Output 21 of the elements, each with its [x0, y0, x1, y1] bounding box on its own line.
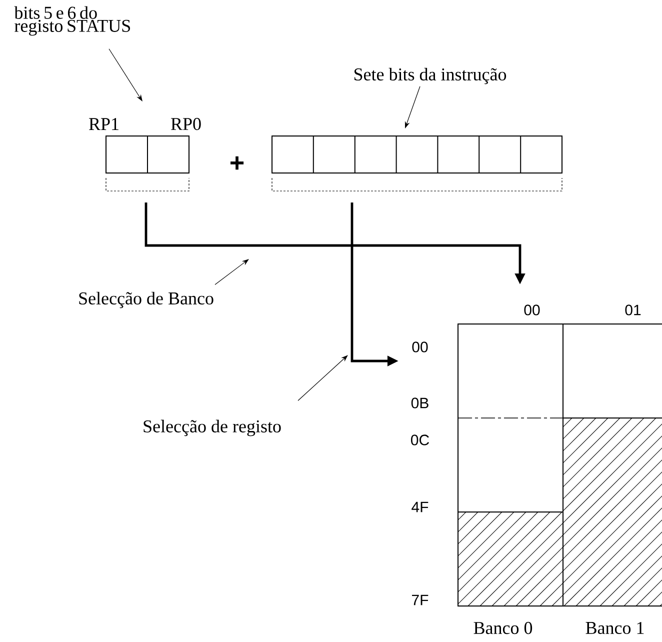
plus-sign: +: [230, 156, 244, 170]
bank-label: Banco 0: [474, 622, 532, 634]
note-text: Sete bits da instrução: [354, 68, 506, 84]
node-label: RP1: [89, 118, 118, 130]
register-box: [272, 136, 562, 192]
note-text: bits 5 e 6 do registo STATUS: [14, 6, 130, 36]
note-text: Selecção de Banco: [79, 292, 214, 308]
register-box: RP1 RP0: [89, 118, 201, 192]
bank-number-label: 01: [625, 304, 641, 316]
node-label: RP0: [171, 118, 201, 130]
note-text: Selecção de registo: [144, 420, 281, 436]
leader-line: [298, 355, 348, 401]
address-label: 0C: [411, 434, 429, 446]
address-label: 0B: [411, 398, 428, 408]
bank-number-label: 00: [524, 304, 540, 316]
address-label: 4F: [412, 502, 428, 512]
bank-label: Banco 1: [586, 622, 644, 634]
address-label: 7F: [412, 594, 428, 606]
leader-line: [214, 259, 249, 285]
leader-line: [108, 48, 142, 102]
address-label: 00: [412, 342, 428, 352]
